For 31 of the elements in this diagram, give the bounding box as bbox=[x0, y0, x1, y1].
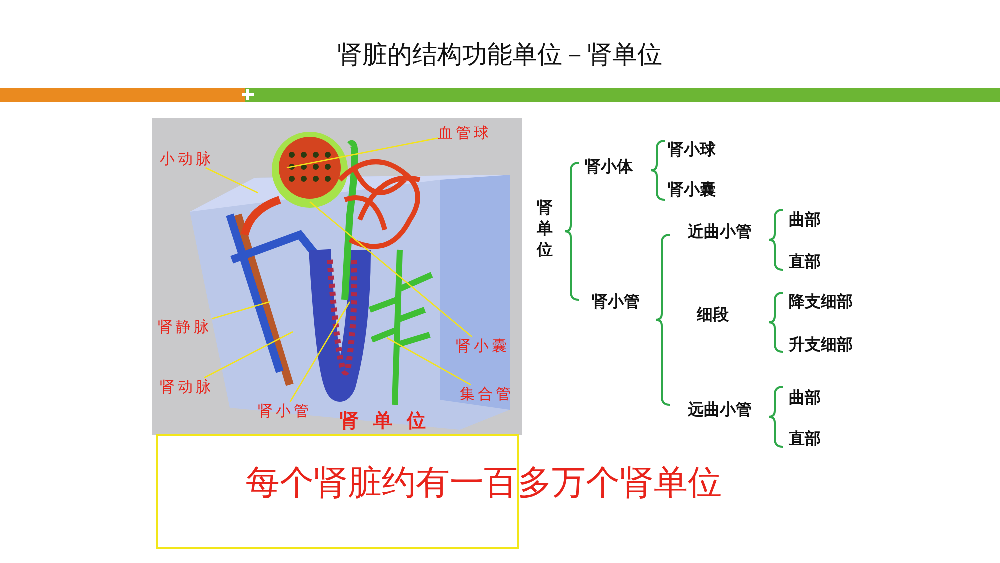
part-label: 血管球 bbox=[438, 124, 492, 142]
leader-line bbox=[386, 337, 472, 386]
part-label: 肾小囊 bbox=[456, 337, 510, 355]
leader-line bbox=[310, 202, 473, 338]
caption-text: 每个肾脏约有一百多万个肾单位 bbox=[246, 462, 723, 505]
part-label: 小动脉 bbox=[160, 150, 214, 168]
tree-label: 肾小囊 bbox=[668, 180, 716, 200]
tree-label: 升支细部 bbox=[789, 335, 853, 355]
slide-title: 肾脏的结构功能单位－肾单位 bbox=[336, 39, 664, 71]
part-label: 集合管 bbox=[460, 385, 514, 403]
leader-line bbox=[206, 167, 258, 194]
part-label: 肾静脉 bbox=[158, 318, 212, 336]
tree-label: 肾单位 bbox=[537, 197, 554, 260]
leader-line bbox=[204, 331, 294, 379]
tree-label: 肾小球 bbox=[668, 140, 716, 160]
tree-label: 近曲小管 bbox=[688, 222, 752, 242]
tree-label: 肾小体 bbox=[585, 157, 633, 177]
tree-label: 细段 bbox=[697, 305, 729, 325]
tree-label: 曲部 bbox=[789, 388, 821, 408]
tree-label: 直部 bbox=[789, 252, 821, 272]
tree-label: 肾小管 bbox=[592, 292, 640, 312]
leader-line bbox=[286, 138, 438, 169]
tree-label: 曲部 bbox=[789, 210, 821, 230]
leader-line bbox=[290, 302, 351, 402]
part-label: 肾小管 bbox=[258, 402, 312, 420]
tree-label: 降支细部 bbox=[789, 292, 853, 312]
leader-line bbox=[212, 301, 270, 320]
part-label: 肾动脉 bbox=[160, 378, 214, 396]
tree-label: 直部 bbox=[789, 429, 821, 449]
picture-caption: 肾 单 位 bbox=[340, 409, 430, 434]
tree-label: 远曲小管 bbox=[688, 400, 752, 420]
